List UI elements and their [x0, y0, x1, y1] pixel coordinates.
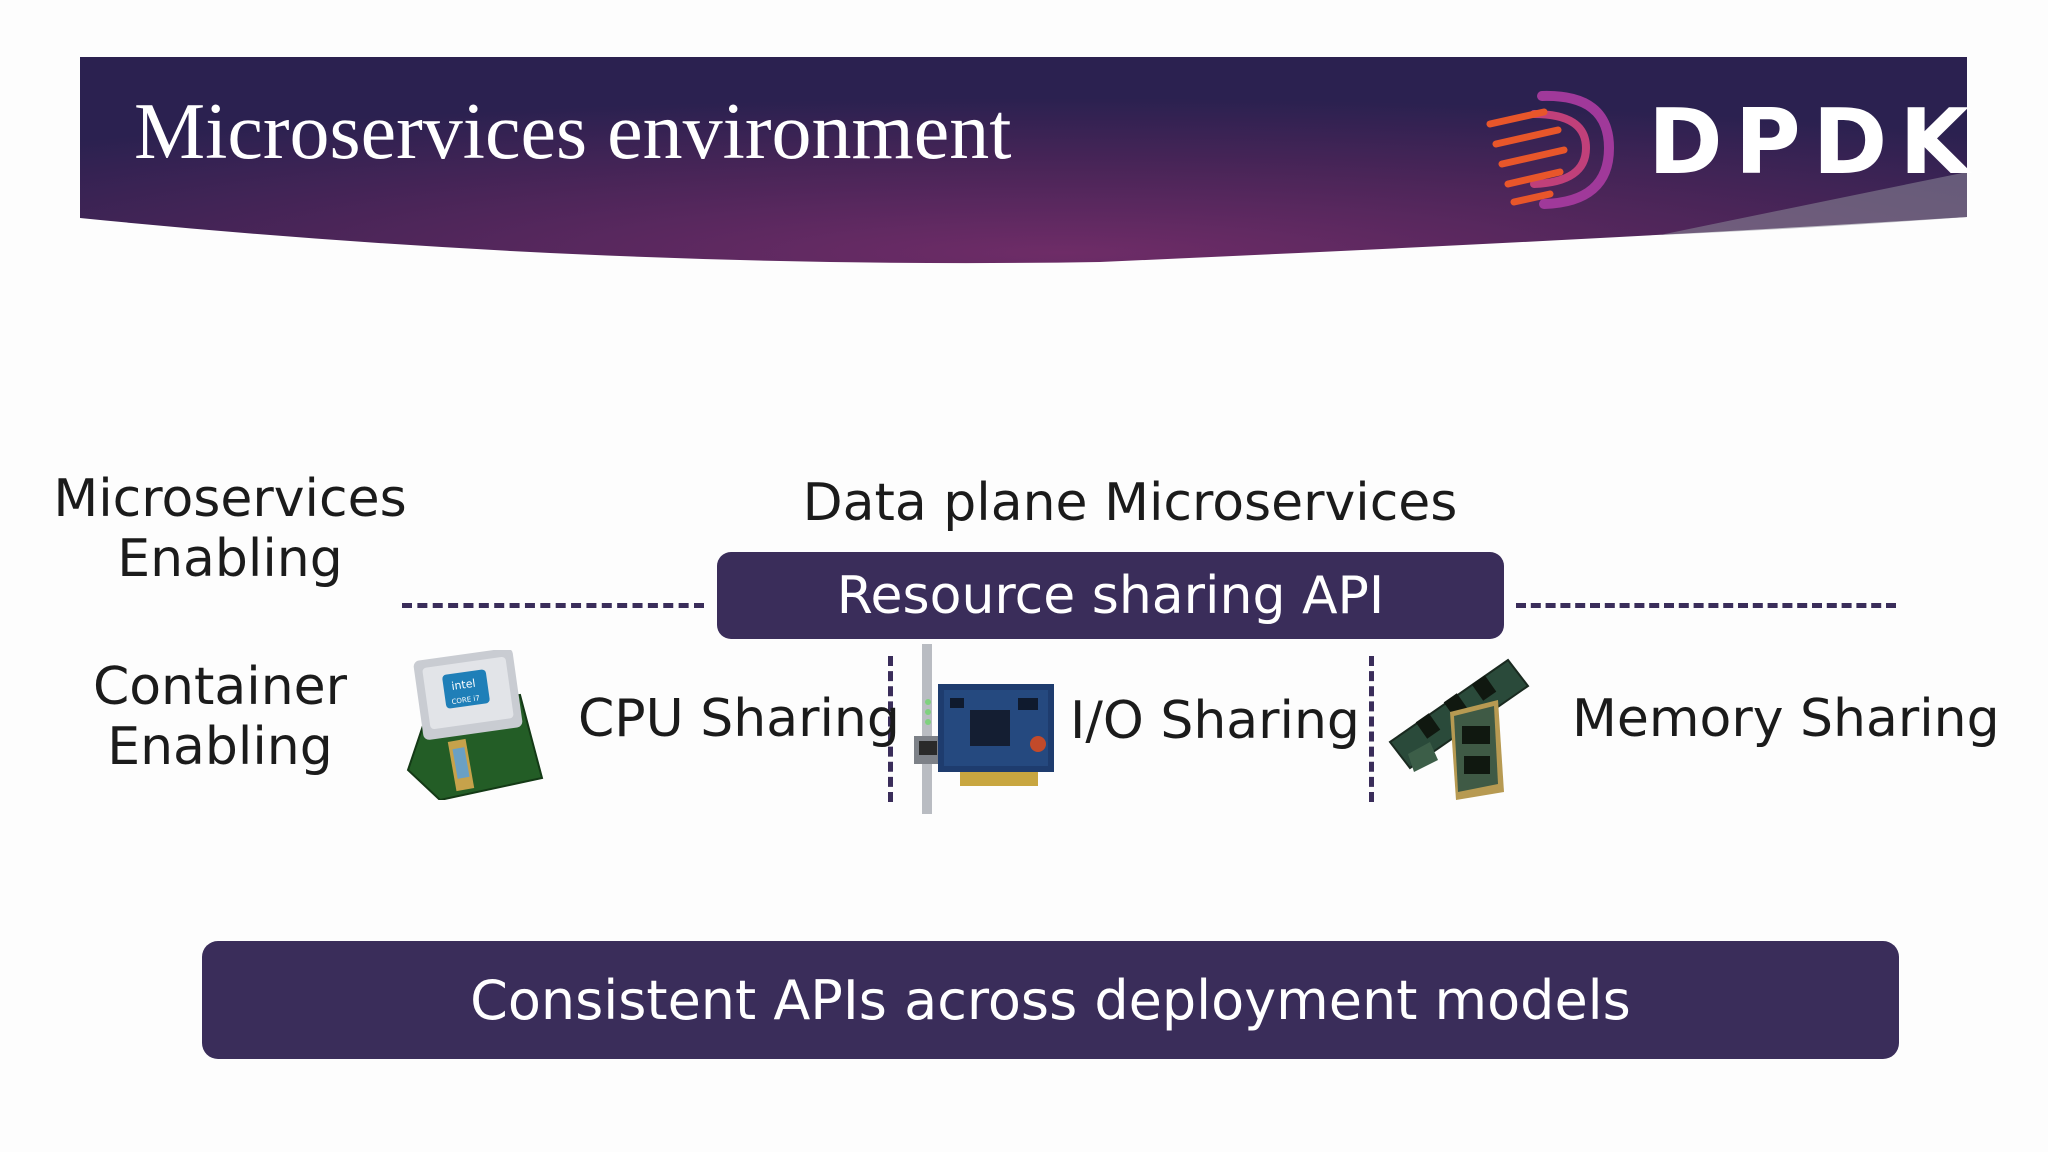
divider-dashed-right: [1516, 603, 1896, 608]
microservices-enabling-label: Microservices Enabling: [50, 469, 410, 590]
data-plane-label: Data plane Microservices: [802, 473, 1458, 533]
microservices-enabling-line2: Enabling: [117, 528, 343, 589]
resource-sharing-api-box: Resource sharing API: [717, 552, 1504, 639]
consistent-apis-label: Consistent APIs across deployment models: [470, 968, 1631, 1032]
microservices-enabling-line1: Microservices: [53, 469, 407, 529]
divider-dashed-io-memory: [1369, 656, 1374, 802]
divider-dashed-left: [402, 603, 704, 608]
io-sharing-label: I/O Sharing: [1070, 691, 1360, 751]
title-banner: [80, 57, 1967, 264]
consistent-apis-box: Consistent APIs across deployment models: [202, 941, 1899, 1059]
container-enabling-line2: Enabling: [107, 716, 333, 777]
cpu-chip-icon: intel CORE i7: [406, 650, 544, 800]
dpdk-logo-text: DPDK: [1648, 90, 1982, 195]
memory-module-icon: [1388, 658, 1530, 800]
cpu-chip-brand: intel: [451, 677, 477, 693]
divider-dashed-cpu-io: [888, 656, 893, 802]
dpdk-swoosh-icon: [1486, 90, 1615, 209]
memory-sharing-label: Memory Sharing: [1572, 689, 2000, 749]
cpu-sharing-label: CPU Sharing: [578, 689, 900, 749]
container-enabling-label: Container Enabling: [60, 657, 380, 778]
network-card-icon: [914, 644, 1054, 814]
resource-sharing-api-label: Resource sharing API: [836, 565, 1385, 626]
page-title: Microservices environment: [134, 88, 1012, 176]
cpu-chip-model: CORE i7: [451, 694, 480, 706]
container-enabling-line1: Container: [92, 657, 348, 717]
